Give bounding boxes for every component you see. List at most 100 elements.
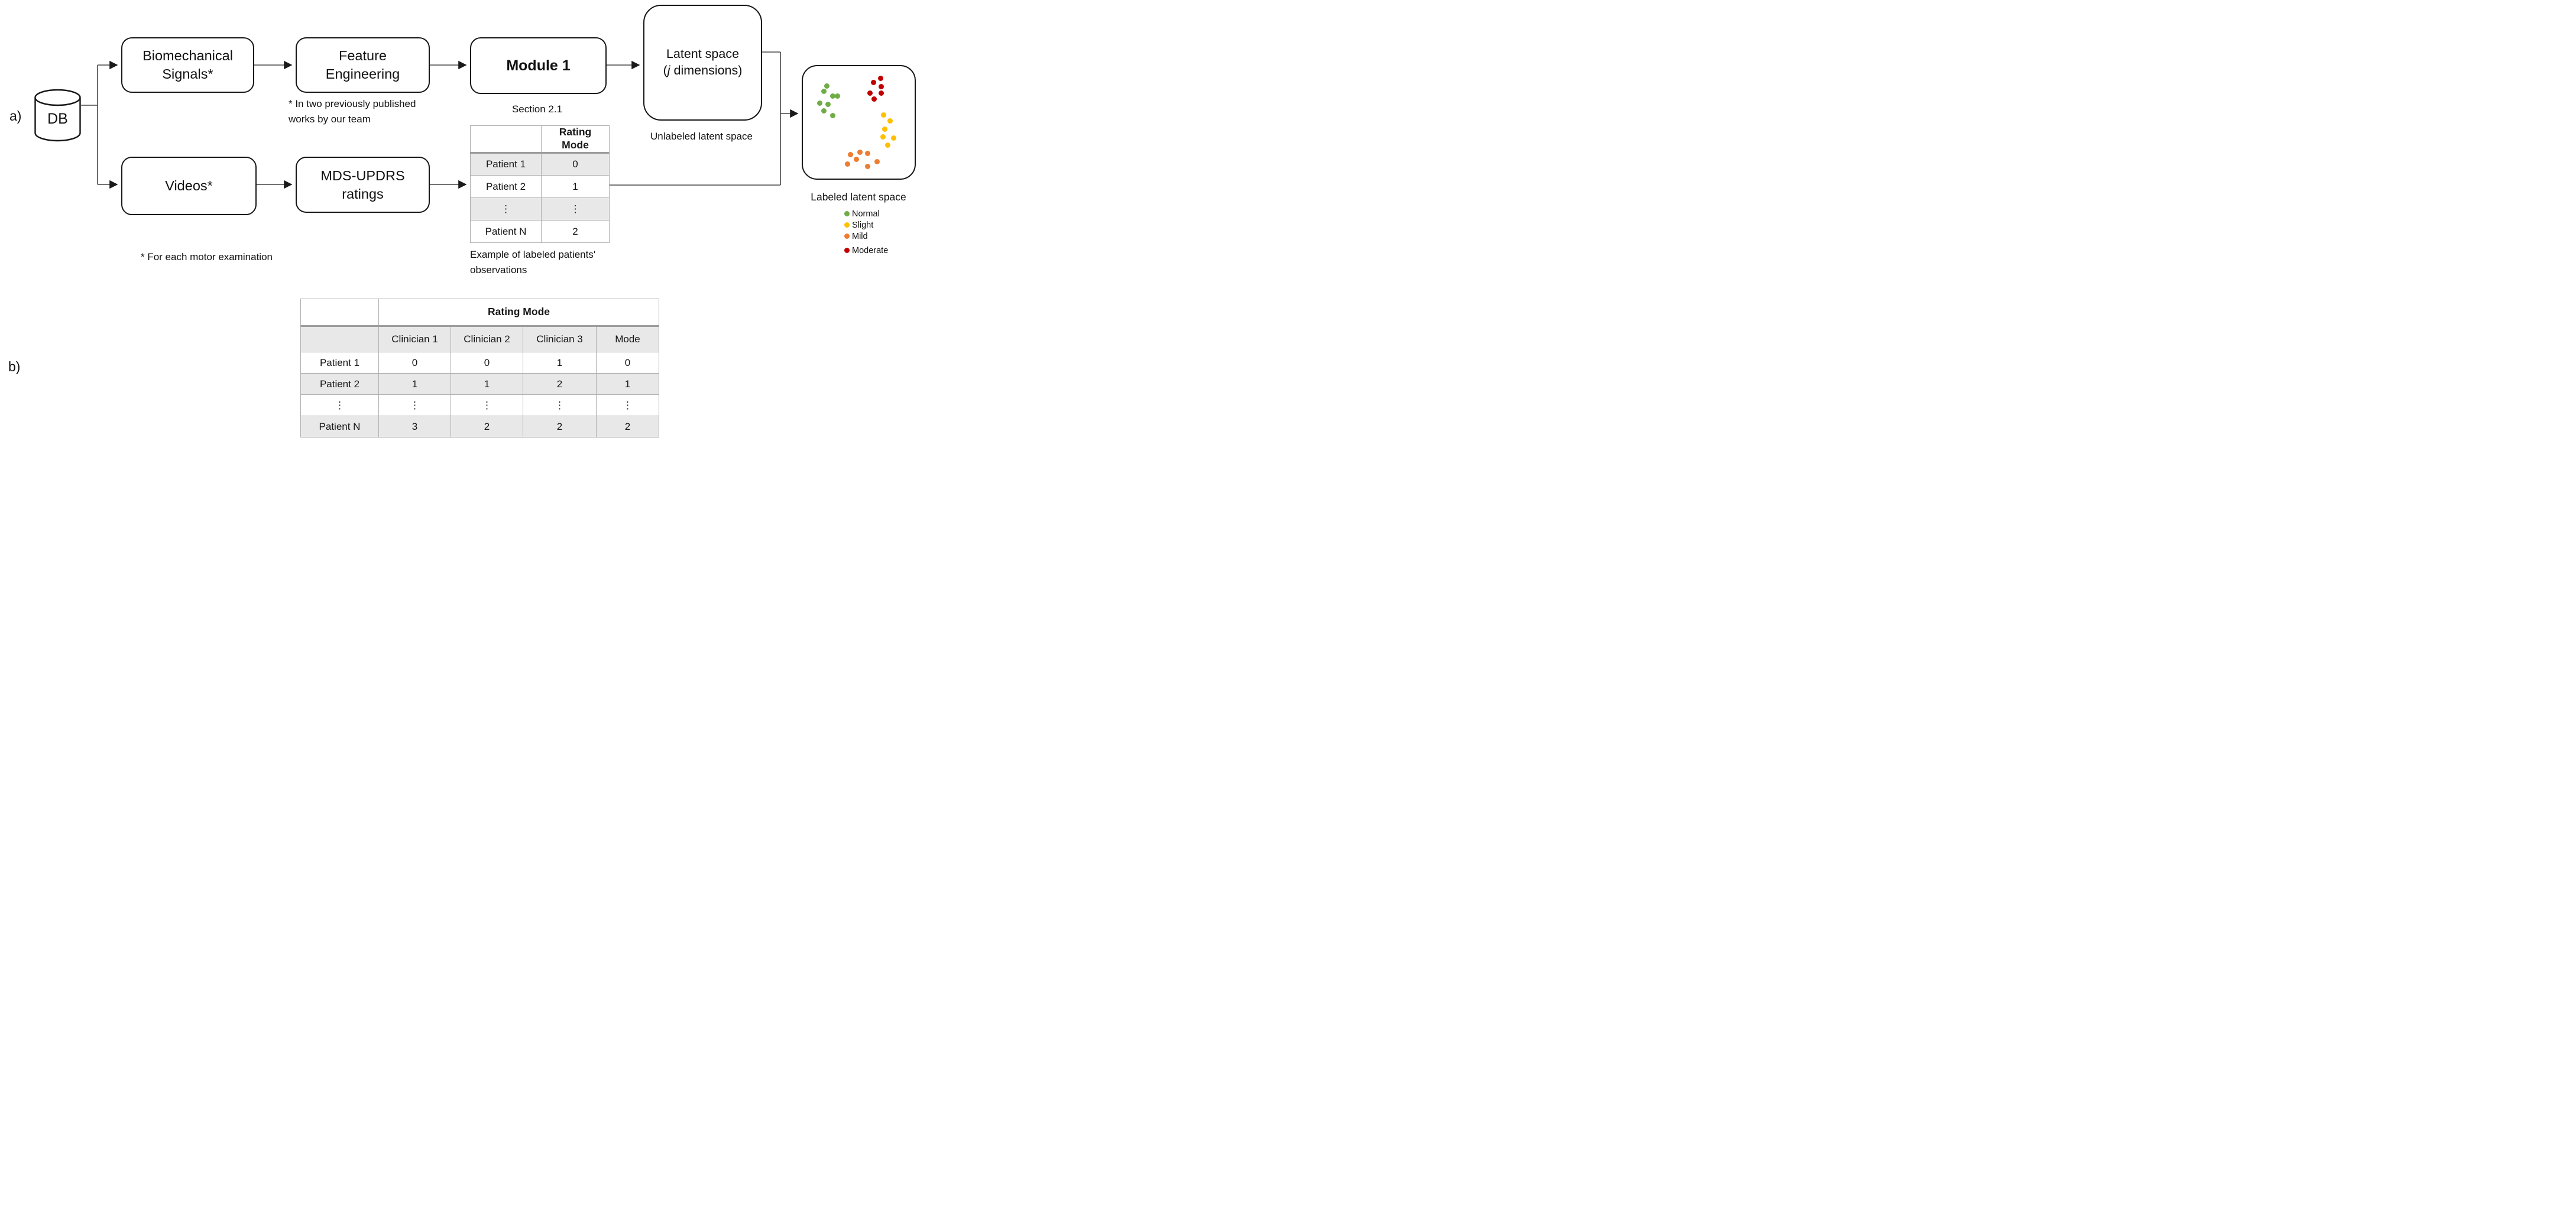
caption-example-observations: Example of labeled patients' observation… bbox=[470, 249, 596, 276]
node-latent-space: Latent space (j dimensions) bbox=[643, 5, 762, 121]
table-a-patient-cell: Patient N bbox=[470, 220, 542, 243]
scatter-dot-normal bbox=[821, 108, 827, 114]
table-b-patient-cell: Patient 1 bbox=[300, 352, 379, 374]
legend-dot-mild bbox=[844, 234, 850, 239]
node-videos: Videos* bbox=[121, 157, 257, 215]
scatter-dot-normal bbox=[825, 101, 831, 107]
scatter-dot-moderate bbox=[878, 75, 884, 81]
legend-dot-slight bbox=[844, 222, 850, 228]
table-b-header-rating-mode: Rating Mode bbox=[378, 299, 659, 327]
scatter-dot-normal bbox=[829, 113, 835, 119]
scatter-dot-mild bbox=[844, 161, 850, 167]
node-module-1-label: Module 1 bbox=[506, 57, 571, 74]
scatter-dot-normal bbox=[824, 83, 830, 89]
scatter-dot-normal bbox=[821, 89, 827, 95]
panel-a-label: a) bbox=[9, 108, 22, 124]
table-b-rating-cell: 0 bbox=[596, 352, 659, 374]
scatter-dot-normal bbox=[830, 93, 836, 99]
node-latent-space-label: Latent space (j dimensions) bbox=[663, 47, 743, 77]
scatter-dot-moderate bbox=[879, 90, 884, 96]
legend-item-normal: Normal bbox=[844, 208, 888, 219]
scatter-dot-mild bbox=[857, 149, 863, 155]
db-label: DB bbox=[47, 111, 68, 127]
table-b-subheader-cell: Clinician 1 bbox=[378, 326, 451, 352]
table-b-rating-cell: 2 bbox=[523, 416, 597, 438]
table-b-rating-cell: 3 bbox=[378, 416, 451, 438]
node-labeled-latent-space bbox=[802, 65, 916, 180]
scatter-dot-slight bbox=[880, 134, 886, 140]
table-b-patient-cell: Patient N bbox=[300, 416, 379, 438]
table-b-rating-cell: 0 bbox=[378, 352, 451, 374]
node-module-1: Module 1 bbox=[470, 37, 607, 94]
node-videos-label: Videos* bbox=[165, 178, 213, 194]
table-a-header-row: Rating Mode bbox=[470, 125, 610, 154]
caption-labeled-latent-space: Labeled latent space bbox=[811, 191, 906, 203]
table-b-patient-cell: Patient 2 bbox=[300, 373, 379, 395]
note-section-2-1: Section 2.1 bbox=[511, 103, 563, 115]
table-b-rating-cell: 1 bbox=[451, 373, 523, 395]
connector-layer bbox=[34, 51, 799, 189]
table-b-rating-cell: 2 bbox=[523, 373, 597, 395]
node-biomechanical-signals: Biomechanical Signals* bbox=[121, 37, 254, 93]
table-b-row: ⋮⋮⋮⋮⋮ bbox=[300, 394, 659, 416]
scatter-dot-slight bbox=[885, 142, 891, 148]
scatter-dot-normal bbox=[816, 101, 822, 106]
table-a-rating-cell: 2 bbox=[541, 220, 610, 243]
caption-unlabeled-latent-space: Unlabeled latent space bbox=[650, 131, 753, 142]
legend-label: Moderate bbox=[852, 245, 889, 255]
table-a-rating-cell: ⋮ bbox=[541, 197, 610, 221]
legend-label: Slight bbox=[852, 220, 874, 230]
legend-item-moderate: Moderate bbox=[844, 245, 888, 256]
table-a-row: ⋮⋮ bbox=[470, 197, 610, 221]
table-a-header-blank bbox=[470, 125, 542, 154]
table-b-rating-cell: ⋮ bbox=[378, 394, 451, 416]
scatter-dot-mild bbox=[865, 150, 871, 156]
scatter-dot-moderate bbox=[879, 84, 884, 90]
legend-item-slight: Slight bbox=[844, 219, 888, 231]
table-a-header-rating-mode: Rating Mode bbox=[541, 125, 610, 154]
scatter-dot-slight bbox=[880, 112, 886, 118]
table-b-rating-cell: ⋮ bbox=[451, 394, 523, 416]
scatter-dot-slight bbox=[887, 118, 893, 124]
scatter-dot-mild bbox=[847, 151, 853, 157]
legend-label: Normal bbox=[852, 209, 880, 219]
table-a-patient-cell: Patient 2 bbox=[470, 175, 542, 198]
legend-dot-moderate bbox=[844, 248, 850, 253]
database-cylinder-icon bbox=[34, 89, 81, 142]
legend-item-mild: Mild bbox=[844, 231, 888, 242]
table-b-rating-cell: ⋮ bbox=[596, 394, 659, 416]
table-a-patient-cell: Patient 1 bbox=[470, 153, 542, 176]
node-biomechanical-signals-label: Biomechanical Signals* bbox=[142, 48, 233, 82]
table-a-rating-cell: 0 bbox=[541, 153, 610, 176]
legend-dot-normal bbox=[844, 211, 850, 216]
legend-label: Mild bbox=[852, 231, 868, 241]
table-b-rating-cell: 1 bbox=[523, 352, 597, 374]
table-b-header-blank bbox=[300, 299, 379, 327]
scatter-dot-mild bbox=[854, 157, 860, 163]
table-a-patient-cell: ⋮ bbox=[470, 197, 542, 221]
table-b-rating-cell: 2 bbox=[596, 416, 659, 438]
node-mds-updrs: MDS-UPDRS ratings bbox=[296, 157, 430, 213]
table-b-subheader-blank bbox=[300, 326, 379, 352]
table-b-subheader-cell: Clinician 2 bbox=[451, 326, 523, 352]
scatter-dot-moderate bbox=[871, 79, 877, 85]
scatter-dot-slight bbox=[890, 135, 896, 141]
table-b-subheader-cell: Clinician 3 bbox=[523, 326, 597, 352]
scatter-dot-moderate bbox=[871, 96, 877, 102]
scatter-dot-mild bbox=[874, 158, 880, 164]
latent-scatter-plot bbox=[803, 66, 915, 179]
figure-canvas: a) b) DB Biomechanical Signals* Feature … bbox=[0, 0, 927, 441]
table-b-rating-cell: 1 bbox=[378, 373, 451, 395]
scatter-dot-normal bbox=[834, 93, 840, 99]
node-feature-engineering-label: Feature Engineering bbox=[325, 48, 400, 82]
table-b-rating-cell: 0 bbox=[451, 352, 523, 374]
table-b-rating-cell: 2 bbox=[451, 416, 523, 438]
panel-b-label: b) bbox=[8, 359, 21, 374]
